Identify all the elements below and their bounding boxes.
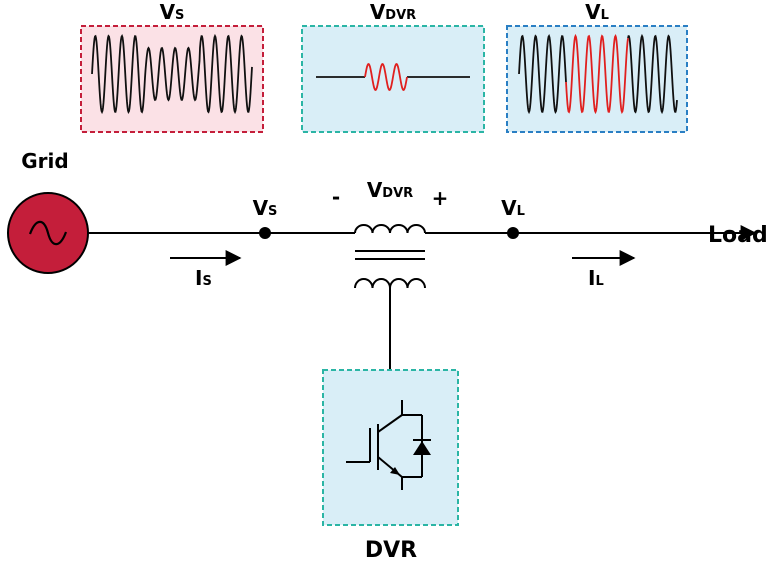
igbt-emitter-arrow: [390, 467, 400, 475]
vs-waveform-panel: VS: [80, 0, 264, 133]
il-label: IL: [588, 266, 604, 290]
transformer-icon: [354, 224, 426, 289]
dvr-box: [322, 369, 459, 526]
il-current-arrow: IL: [572, 250, 636, 290]
vs-waveform-title: VS: [160, 0, 185, 24]
dvr-label: DVR: [365, 538, 417, 563]
ac-source-icon: [7, 192, 89, 274]
vl-waveform-title: VL: [585, 0, 609, 24]
vs-waveform: [91, 33, 253, 115]
vdvr-waveform-title: VDVR: [370, 0, 416, 24]
vl-waveform-compensated: [565, 33, 629, 115]
vdvr-waveform-injection: [364, 62, 408, 92]
vl-node: [507, 227, 519, 239]
vdvr-label: VDVR: [367, 178, 413, 202]
vl-waveform: [518, 33, 678, 115]
vl-node-label: VL: [501, 196, 525, 220]
vdvr-plus-sign: +: [432, 186, 449, 210]
vl-waveform-panel: VL: [506, 0, 688, 133]
vs-node-label: VS: [253, 196, 278, 220]
vdvr-minus-sign: -: [332, 185, 340, 209]
is-label: IS: [195, 266, 212, 290]
is-current-arrow: IS: [170, 250, 242, 290]
vs-node: [259, 227, 271, 239]
grid-label: Grid: [21, 149, 68, 173]
vdvr-waveform-panel: VDVR: [301, 0, 485, 133]
freewheel-diode-triangle: [413, 441, 431, 455]
load-label: Load: [708, 223, 768, 248]
